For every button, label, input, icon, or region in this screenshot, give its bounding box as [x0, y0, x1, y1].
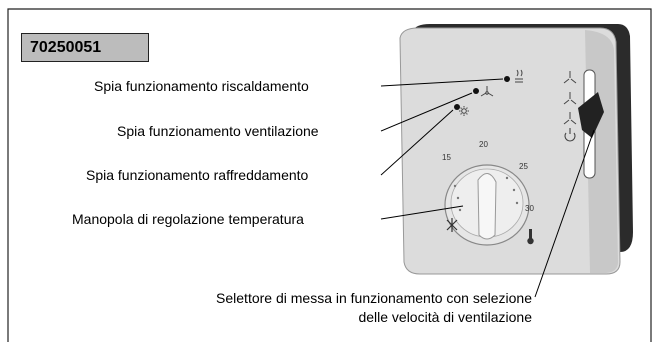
dial-scale-30: 30 [525, 204, 534, 213]
leader-knob [380, 205, 464, 220]
frame-border [7, 8, 652, 342]
label-selector-line2: delle velocità di ventilazione [358, 309, 532, 325]
knob-scale-dots [453, 176, 519, 212]
leader-cooling [380, 109, 454, 176]
ventilation-led [473, 88, 479, 94]
heating-icon [515, 69, 523, 83]
label-heating-led: Spia funzionamento riscaldamento [94, 78, 309, 94]
heating-led [504, 76, 510, 82]
label-cooling-led: Spia funzionamento raffreddamento [86, 167, 309, 183]
sun-icon [459, 106, 469, 116]
leader-selector [534, 129, 595, 298]
selector-fan-speed-2-icon [563, 92, 577, 105]
label-ventilation-led: Spia funzionamento ventilazione [117, 123, 319, 139]
leader-lines [380, 78, 595, 298]
dial-scale-20: 20 [479, 140, 488, 149]
dial-scale-15: 15 [442, 153, 451, 162]
cooling-led [454, 104, 460, 110]
selector-fan-speed-1-icon [563, 112, 577, 125]
leader-ventilation [380, 92, 473, 132]
selector-slider[interactable] [578, 92, 604, 138]
snowflake-icon [446, 218, 458, 232]
fan-icon [480, 86, 494, 97]
thermometer-icon [527, 229, 534, 245]
dial-scale-25: 25 [519, 162, 528, 171]
label-selector-line1: Selettore di messa in funzionamento con … [216, 290, 532, 306]
label-temperature-knob: Manopola di regolazione temperatura [72, 211, 304, 227]
knob-grip [477, 173, 497, 240]
leader-heating [380, 78, 504, 87]
power-icon [564, 128, 576, 142]
product-code: 70250051 [30, 39, 102, 56]
product-code-box: 70250051 [21, 33, 149, 62]
selector-fan-speed-3-icon [563, 71, 577, 84]
